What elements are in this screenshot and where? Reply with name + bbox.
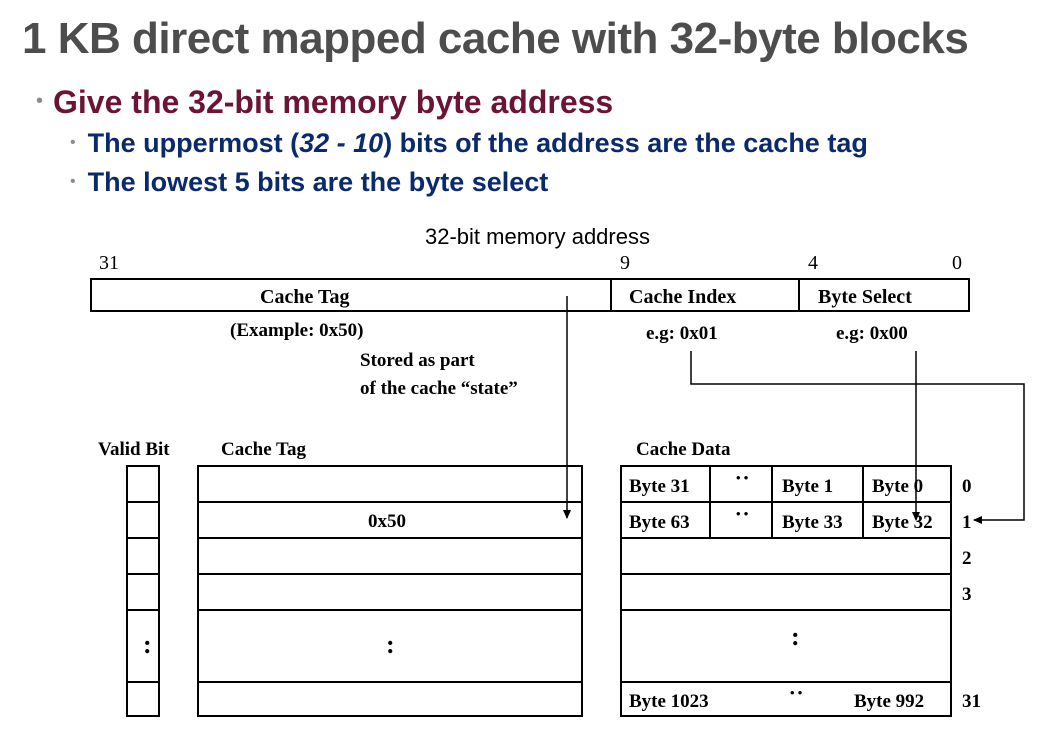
slide-title: 1 KB direct mapped cache with 32-byte bl… (22, 14, 969, 63)
bullet-main-text: Give the 32-bit memory byte address (53, 84, 614, 120)
vertical-ellipsis: : (791, 622, 800, 651)
cache-tag-column (197, 465, 583, 717)
data-cell: Byte 0 (872, 476, 924, 497)
data-cell: Byte 992 (854, 691, 925, 712)
cache-tag-header: Cache Tag (221, 439, 306, 460)
data-cell: Byte 33 (782, 512, 843, 533)
bullet-main: • Give the 32-bit memory byte address (36, 84, 613, 121)
bit-label-31: 31 (99, 252, 119, 274)
field-cache-index: Cache Index (629, 286, 737, 308)
byte-example: e.g: 0x00 (836, 323, 908, 344)
bullet-sub-1-em: 32 - 10 (299, 128, 384, 158)
valid-bit-column (126, 465, 160, 717)
row-index: 2 (962, 548, 972, 569)
tag-example: (Example: 0x50) (230, 320, 364, 341)
stored-note-line2: of the cache “state” (360, 378, 518, 399)
data-cell: Byte 63 (629, 512, 690, 533)
bullet-sub-2: • The lowest 5 bits are the byte select (70, 167, 548, 198)
field-cache-tag: Cache Tag (260, 286, 350, 308)
address-heading: 32-bit memory address (425, 224, 650, 249)
cache-data-column (620, 465, 952, 717)
data-cell: Byte 1 (782, 476, 834, 497)
index-arrow (690, 351, 1025, 524)
bullet-sub-1: • The uppermost (32 - 10) bits of the add… (70, 128, 868, 159)
stored-note-line1: Stored as part (360, 350, 475, 371)
field-byte-select: Byte Select (818, 286, 912, 308)
bullet-dot: • (36, 90, 44, 112)
bit-label-4: 4 (808, 252, 818, 274)
row-index: 31 (962, 691, 981, 712)
row-index: 3 (962, 584, 972, 605)
bullet-sub-1-pre: The uppermost ( (87, 128, 300, 158)
index-example: e.g: 0x01 (646, 323, 718, 344)
data-cell: Byte 32 (872, 512, 933, 533)
address-register (90, 278, 970, 312)
vertical-ellipsis: : (386, 630, 395, 659)
tag-value: 0x50 (368, 511, 406, 532)
horizontal-ellipsis: • • (790, 685, 803, 700)
data-cell: Byte 31 (629, 476, 690, 497)
horizontal-ellipsis: • • (736, 506, 749, 521)
data-cell: Byte 1023 (629, 691, 709, 712)
bit-label-0: 0 (952, 252, 962, 274)
row-index: 0 (962, 476, 972, 497)
bullet-dot: • (70, 134, 76, 151)
valid-bit-header: Valid Bit (98, 439, 170, 460)
row-index: 1 (962, 512, 972, 533)
horizontal-ellipsis: • • (736, 470, 749, 485)
bit-label-9: 9 (620, 252, 630, 274)
vertical-ellipsis: : (143, 630, 152, 659)
bullet-sub-1-post: ) bits of the address are the cache tag (383, 128, 868, 158)
bullet-sub-2-text: The lowest 5 bits are the byte select (87, 167, 549, 197)
bullet-dot: • (70, 173, 76, 190)
cache-data-header: Cache Data (636, 439, 731, 460)
